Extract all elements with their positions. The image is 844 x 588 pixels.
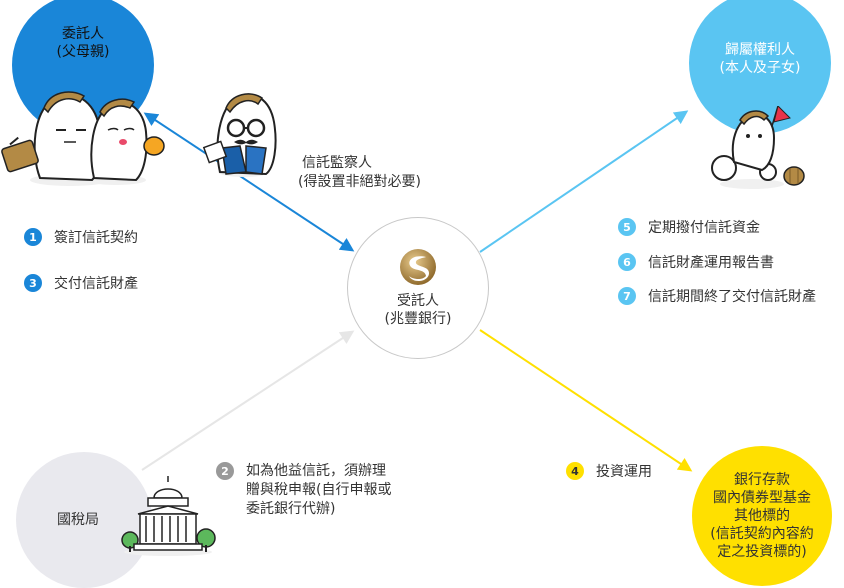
step-badge-4: 4 [566,462,584,480]
supervisor-name: 信託監察人 [302,155,372,171]
settlor-sub: (父母親) [56,44,110,60]
investment-node: 銀行存款 國內債券型基金 其他標的 (信託契約內容約 定之投資標的) [692,446,832,586]
parents-mascot-icon [1,91,165,186]
step-1: 1 簽訂信託契約 [24,227,138,247]
child-bike-mascot-icon [711,106,805,189]
step-5: 5 定期撥付信託資金 [618,217,760,237]
supervisor-mascot-icon [202,93,277,177]
beneficiary-sub: (本人及子女) [719,60,801,76]
investment-line-5: 定之投資標的) [717,544,807,560]
tax-bureau-node: 國稅局 [16,452,152,588]
trustee-sub: (兆豐銀行) [384,311,452,327]
investment-line-3: 其他標的 [734,508,790,524]
step-4: 4 投資運用 [566,461,652,481]
step-badge-3: 3 [24,274,42,292]
step-text-3: 交付信託財產 [54,276,138,292]
step-badge-7: 7 [618,287,636,305]
arrow-settlor-trustee [143,112,355,252]
step-text-1: 簽訂信託契約 [54,230,138,246]
step-7: 7 信託期間終了交付信託財產 [618,286,816,306]
step-badge-2: 2 [216,462,234,480]
step-6: 6 信託財產運用報告書 [618,252,774,272]
step-text-6: 信託財產運用報告書 [648,255,774,271]
supervisor-sub: (得設置非絕對必要) [298,174,421,190]
step-3: 3 交付信託財產 [24,273,138,293]
trustee-name: 受託人 [397,293,439,309]
investment-line-2: 國內債券型基金 [713,490,811,506]
step-badge-5: 5 [618,218,636,236]
step-text-2-line-1: 如為他益信託，須辦理 [246,463,386,479]
step-text-2-line-3: 委託銀行代辦) [246,501,336,517]
step-badge-1: 1 [24,228,42,246]
arrow-trustee-investment [479,329,693,472]
tax-bureau-name: 國稅局 [57,512,99,528]
step-text-5: 定期撥付信託資金 [648,220,760,236]
step-text-2-line-2: 贈與稅申報(自行申報或 [246,482,392,498]
step-badge-6: 6 [618,253,636,271]
step-2: 2 如為他益信託，須辦理 贈與稅申報(自行申報或 委託銀行代辦) [216,462,391,519]
step-text-7: 信託期間終了交付信託財產 [648,289,816,305]
settlor-name: 委託人 [62,26,104,42]
investment-line-1: 銀行存款 [734,472,790,488]
step-text-4: 投資運用 [596,464,652,480]
investment-line-4: (信託契約內容約 [710,526,814,542]
arrow-trustee-beneficiary [479,110,689,253]
bank-logo-icon [400,249,436,285]
trustee-node: 受託人 (兆豐銀行) [347,217,489,359]
beneficiary-name: 歸屬權利人 [725,42,795,58]
government-building-icon [121,476,216,556]
arrow-tax-trustee [141,330,355,471]
